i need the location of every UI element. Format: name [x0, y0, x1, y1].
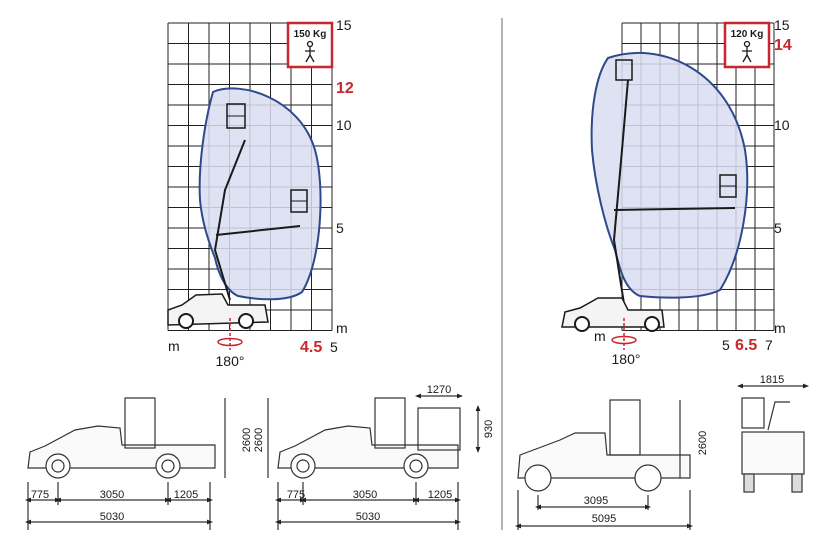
left-unit-y: m — [336, 320, 348, 336]
left-y-tick-10: 10 — [336, 117, 352, 133]
left-max-outreach: 4.5 — [300, 339, 322, 356]
left-rotation-icon — [217, 318, 243, 350]
rear-view-drawing — [737, 383, 809, 493]
d2-height: 2600 — [253, 428, 265, 452]
d4-width: 1815 — [760, 374, 784, 386]
d2-box-height: 930 — [483, 420, 495, 438]
left-boom-arm — [213, 103, 308, 301]
d1-wheelbase: 3050 — [100, 489, 124, 501]
d3-total-length: 5095 — [592, 513, 616, 525]
left-working-envelope — [198, 87, 322, 301]
left-reach-chart: 150 Kg 5 10 15 12 m m 5 4.5 180° — [167, 17, 354, 369]
person-icon — [305, 40, 315, 63]
left-load-badge — [286, 21, 334, 69]
right-x-tick-5: 5 — [722, 337, 730, 353]
right-unit-y: m — [774, 320, 786, 336]
right-max-outreach: 6.5 — [735, 337, 757, 354]
right-load-badge — [723, 21, 771, 69]
d1-rear-overhang: 1205 — [174, 489, 198, 501]
right-y-tick-5: 5 — [774, 220, 782, 236]
left-x-tick: 5 — [330, 339, 338, 355]
left-max-height: 12 — [336, 80, 354, 97]
left-rotation-label: 180° — [216, 353, 245, 369]
side-view-drawing-3 — [515, 399, 693, 530]
left-vehicle — [167, 293, 269, 329]
right-rotation-label: 180° — [612, 351, 641, 367]
d3-wheelbase: 3095 — [584, 495, 608, 507]
d2-rear-overhang: 1205 — [428, 489, 452, 501]
right-boom-arm — [612, 59, 737, 311]
right-x-tick-7: 7 — [765, 337, 773, 353]
right-working-envelope — [590, 51, 749, 299]
right-reach-chart: 120 Kg 5 10 15 14 m m 5 6.5 7 180° — [561, 17, 792, 367]
right-load-badge-label: 120 Kg — [731, 29, 764, 40]
person-icon — [742, 40, 752, 63]
d2-box-length: 1270 — [427, 384, 451, 396]
d1-total-length: 5030 — [100, 511, 124, 523]
d1-height: 2600 — [241, 428, 253, 452]
left-y-tick-5: 5 — [336, 220, 344, 236]
right-max-height: 14 — [774, 37, 792, 54]
right-y-tick-15: 15 — [774, 17, 790, 33]
right-rotation-icon — [611, 318, 637, 350]
left-unit-x: m — [168, 338, 180, 354]
side-view-drawing-1 — [25, 397, 226, 530]
d2-total-length: 5030 — [356, 511, 380, 523]
d2-front-overhang: 775 — [287, 489, 305, 501]
side-view-drawing-2 — [267, 393, 481, 530]
right-vehicle — [561, 297, 665, 332]
left-load-badge-label: 150 Kg — [294, 29, 327, 40]
right-unit-x: m — [594, 328, 606, 344]
d1-front-overhang: 775 — [31, 489, 49, 501]
left-y-tick-15: 15 — [336, 17, 352, 33]
d2-wheelbase: 3050 — [353, 489, 377, 501]
d3-height: 2600 — [697, 431, 709, 455]
right-y-tick-10: 10 — [774, 117, 790, 133]
